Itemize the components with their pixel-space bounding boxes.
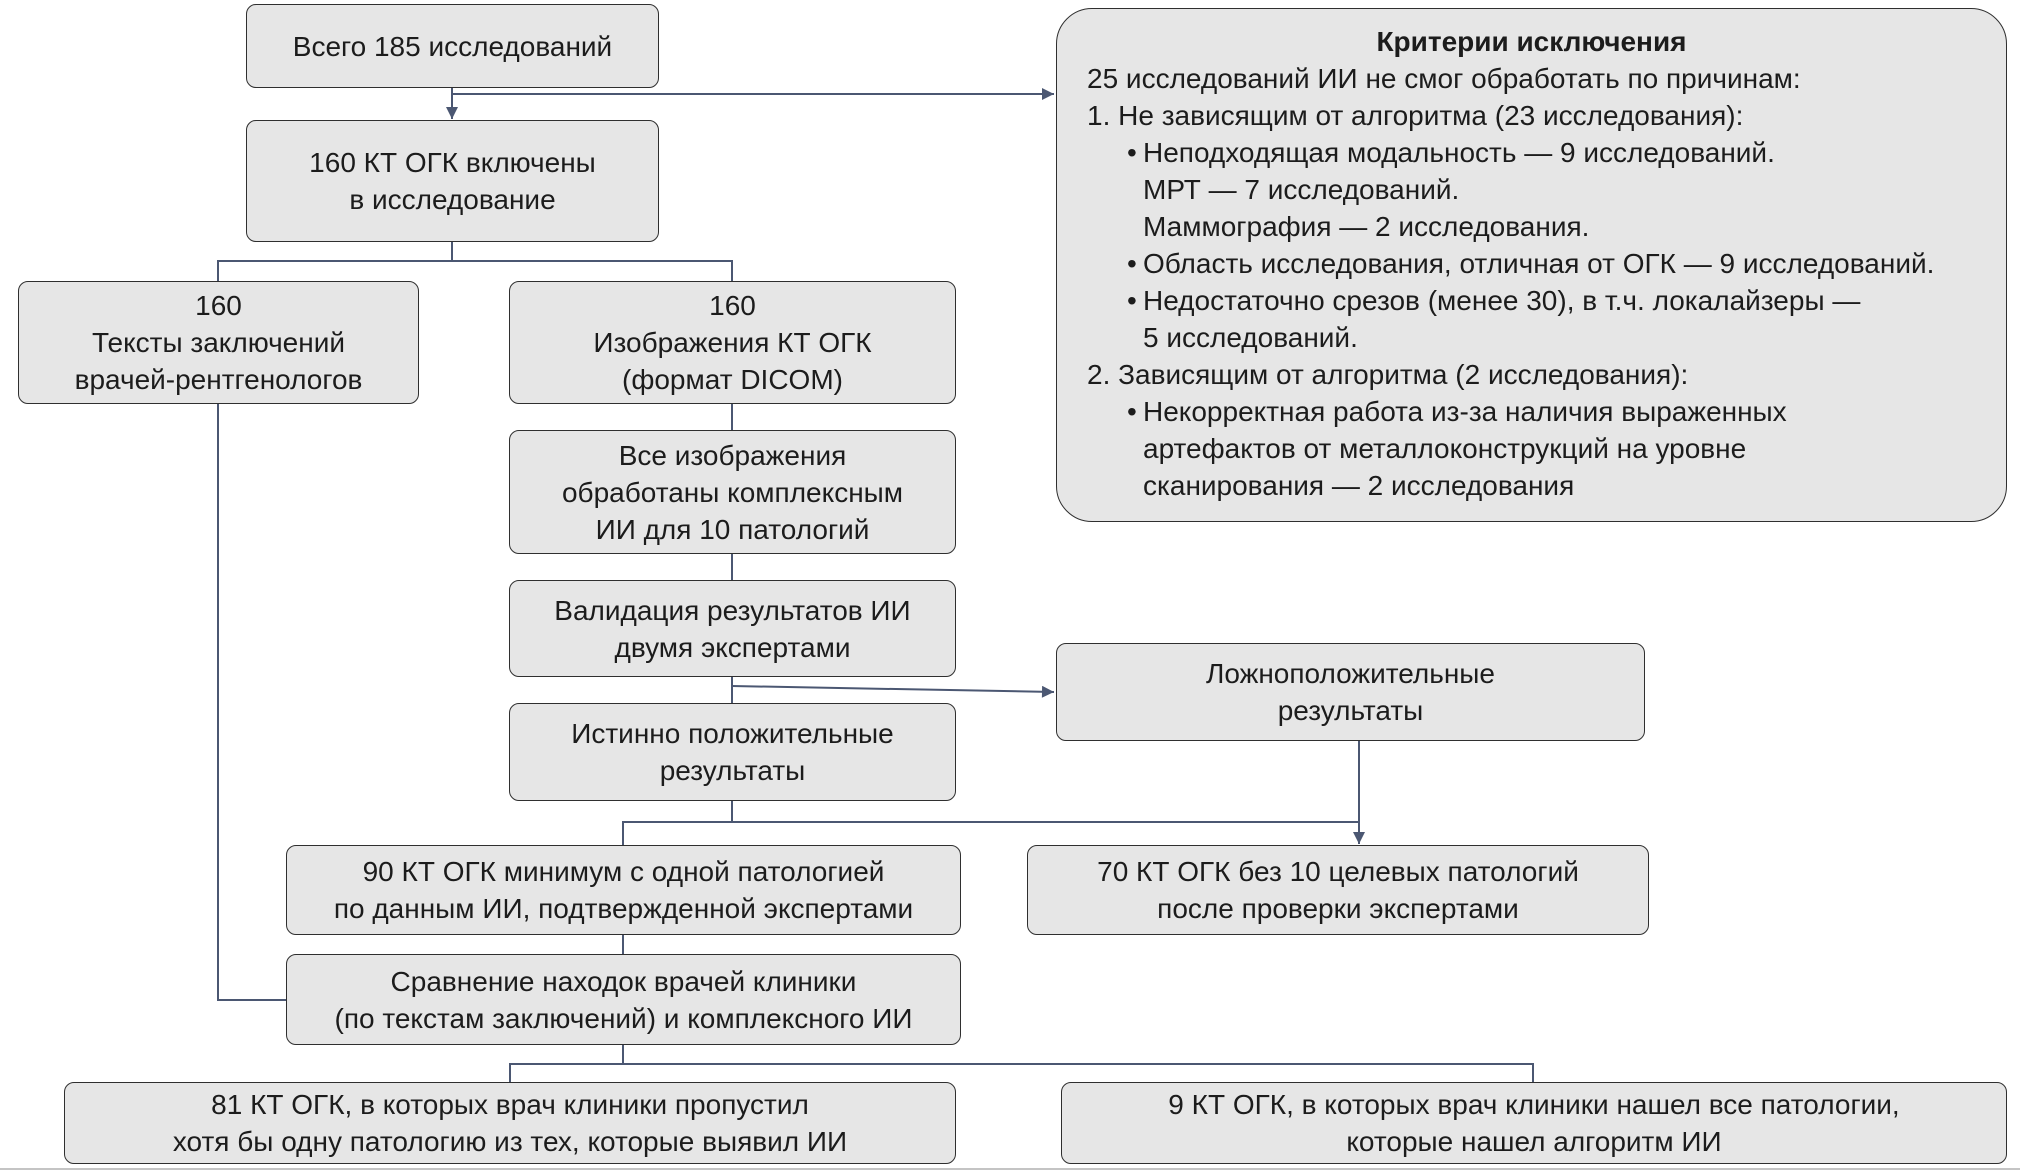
exclusion-group-1-heading: 1. Не зависящим от алгоритма (23 исследо… xyxy=(1087,100,1744,131)
node-true-positive-label: Истинно положительные результаты xyxy=(571,718,894,786)
connector-comparison-split xyxy=(509,1045,1534,1082)
node-processed: Все изображения обработаны комплексным И… xyxy=(509,430,956,554)
connector-true-positive-split xyxy=(622,801,1359,845)
node-without-pathology: 70 КТ ОГК без 10 целевых патологий после… xyxy=(1027,845,1649,935)
node-found-all-label: 9 КТ ОГК, в которых врач клиники нашел в… xyxy=(1168,1089,1900,1157)
exclusion-group-2-heading: 2. Зависящим от алгоритма (2 исследовани… xyxy=(1087,359,1689,390)
node-included-label: 160 КТ ОГК включены в исследование xyxy=(309,147,596,215)
node-reports-label: 160 Тексты заключений врачей-рентгенолог… xyxy=(74,290,363,395)
node-missed-label: 81 КТ ОГК, в которых врач клиники пропус… xyxy=(172,1089,848,1157)
exclusion-bullet-modality: Неподходящая модальность — 9 исследовани… xyxy=(1087,134,1996,245)
node-images-label: 160 Изображения КТ ОГК (формат DICOM) xyxy=(593,290,872,395)
node-total: Всего 185 исследований xyxy=(246,4,659,88)
connector-included-branch xyxy=(217,242,733,281)
exclusion-bullet-region: Область исследования, отличная от ОГК — … xyxy=(1087,245,1996,282)
node-comparison-label: Сравнение находок врачей клиники (по тек… xyxy=(334,965,913,1034)
node-found-all: 9 КТ ОГК, в которых врач клиники нашел в… xyxy=(1061,1082,2007,1164)
node-without-pathology-label: 70 КТ ОГК без 10 целевых патологий после… xyxy=(1097,856,1579,924)
node-images: 160 Изображения КТ ОГК (формат DICOM) xyxy=(509,281,956,404)
exclusion-title: Критерии исключения xyxy=(1376,26,1687,57)
node-missed: 81 КТ ОГК, в которых врач клиники пропус… xyxy=(64,1082,956,1164)
node-false-positive-label: Ложноположительные результаты xyxy=(1205,658,1496,726)
exclusion-bullet-artifacts: Некорректная работа из-за наличия выраже… xyxy=(1087,393,1996,504)
node-comparison: Сравнение находок врачей клиники (по тек… xyxy=(286,954,961,1045)
node-validation-label: Валидация результатов ИИ двумя экспертам… xyxy=(554,594,911,663)
node-included: 160 КТ ОГК включены в исследование xyxy=(246,120,659,242)
node-validation: Валидация результатов ИИ двумя экспертам… xyxy=(509,580,956,677)
node-false-positive: Ложноположительные результаты xyxy=(1056,643,1645,741)
node-with-pathology-label: 90 КТ ОГК минимум с одной патологией по … xyxy=(333,856,914,924)
exclusion-bullet-slices: Недостаточно срезов (менее 30), в т.ч. л… xyxy=(1087,282,1996,356)
node-reports: 160 Тексты заключений врачей-рентгенолог… xyxy=(18,281,419,404)
node-total-label: Всего 185 исследований xyxy=(292,30,613,62)
connector-validation-to-false-positive xyxy=(731,685,1055,698)
exclusion-criteria-box: Критерии исключения 25 исследований ИИ н… xyxy=(1056,8,2007,522)
exclusion-intro: 25 исследований ИИ не смог обработать по… xyxy=(1087,63,1801,94)
node-processed-label: Все изображения обработаны комплексным И… xyxy=(561,439,904,545)
node-with-pathology: 90 КТ ОГК минимум с одной патологией по … xyxy=(286,845,961,935)
connector-reports-to-comparison xyxy=(217,404,286,1001)
node-true-positive: Истинно положительные результаты xyxy=(509,703,956,801)
